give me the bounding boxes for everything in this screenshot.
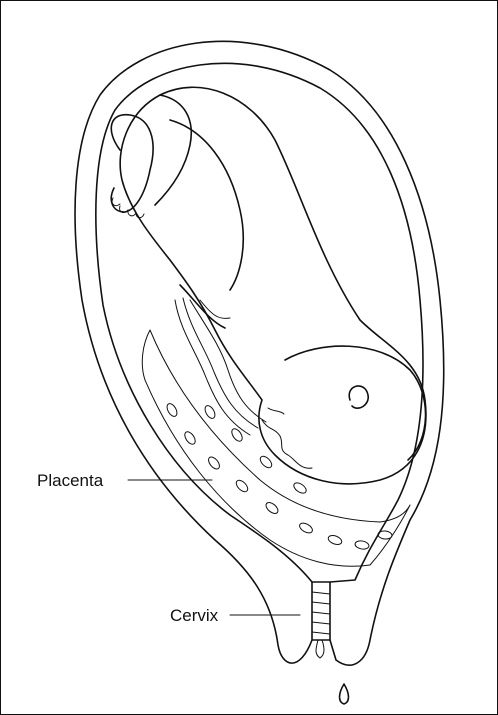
baby-body — [120, 87, 426, 484]
ear — [349, 386, 368, 408]
umbilical-cord — [175, 298, 266, 435]
cervix-label: Cervix — [170, 606, 219, 625]
cervix — [312, 582, 330, 658]
baby-arm — [180, 285, 230, 328]
face — [262, 420, 312, 468]
uterus-inner-wall — [96, 63, 423, 582]
foot — [111, 115, 153, 212]
fluid-drop — [340, 684, 349, 704]
baby-head — [262, 346, 426, 468]
placenta — [142, 330, 410, 566]
placenta-label: Placenta — [37, 471, 104, 490]
uterus-outer-wall — [75, 41, 444, 665]
placental-lobes — [165, 402, 392, 550]
